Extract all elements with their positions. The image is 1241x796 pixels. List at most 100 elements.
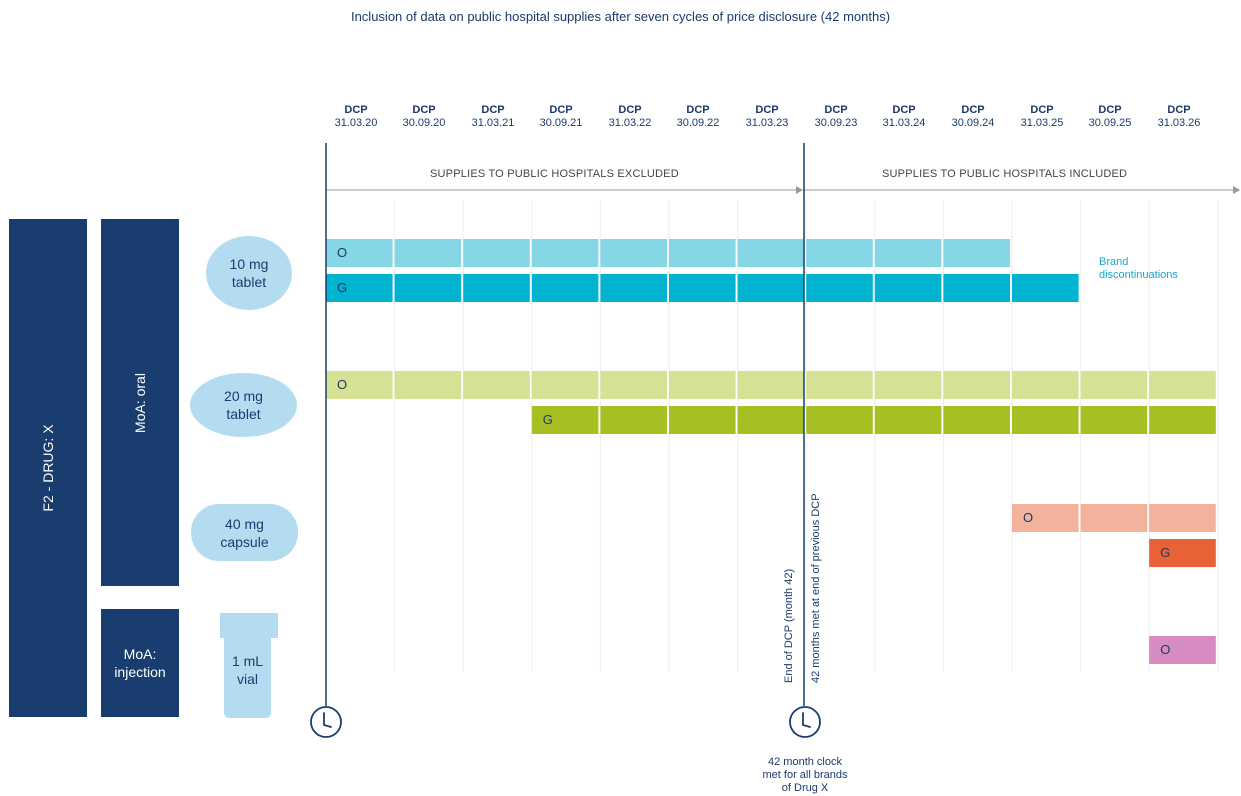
brand-bar-segment: [600, 406, 667, 434]
brand-bar-segment: [1012, 504, 1079, 532]
brand-bar-segment: [600, 239, 667, 267]
brand-bar-segment: [806, 239, 873, 267]
brand-bar-label: O: [337, 377, 348, 392]
dcp-date: 30.09.21: [539, 117, 583, 129]
brand-bar-segment: [943, 239, 1010, 267]
phase-included-label: SUPPLIES TO PUBLIC HOSPITALS INCLUDED: [882, 168, 1128, 180]
dcp-label: DCP: [1030, 104, 1054, 116]
dcp-label: DCP: [1098, 104, 1122, 116]
brand-bar-segment: [1080, 406, 1148, 434]
dcp-date: 30.09.23: [814, 117, 858, 129]
brand-bar-segment: [874, 274, 942, 302]
form-line: tablet: [226, 406, 261, 422]
form-line: 40 mg: [225, 515, 264, 532]
brand-bar-segment: [326, 239, 393, 267]
vial-shape: [220, 613, 278, 718]
dcp-label: DCP: [755, 104, 779, 116]
excluded-arrow-head: [796, 186, 803, 194]
brand-bar-label: O: [337, 245, 348, 260]
brand-bars: [326, 239, 1216, 664]
form-line: 10 mg: [229, 256, 269, 272]
clock-icon: [310, 706, 342, 738]
dcp-label: DCP: [618, 104, 642, 116]
dcp-date: 31.03.21: [471, 117, 515, 129]
dcp-date: 31.03.24: [882, 117, 926, 129]
brand-bar-segment: [1012, 274, 1079, 302]
dcp-label: DCP: [686, 104, 710, 116]
brand-note-line: discontinuations: [1099, 269, 1178, 281]
dcp-label: DCP: [892, 104, 916, 116]
dcp-label: DCP: [549, 104, 573, 116]
dcp-date: 31.03.22: [608, 117, 652, 129]
brand-bar-segment: [531, 239, 599, 267]
dcp-label: DCP: [961, 104, 985, 116]
end-of-dcp-label: End of DCP (month 42): [783, 568, 795, 683]
dcp-date: 31.03.23: [745, 117, 789, 129]
brand-bar-segment: [531, 406, 599, 434]
brand-bar-segment: [531, 274, 599, 302]
brand-bar-segment: [806, 406, 873, 434]
brand-bar-segment: [874, 371, 942, 399]
brand-discontinuations-note: Brand discontinuations: [1099, 256, 1178, 282]
brand-bar-label: O: [1160, 642, 1171, 657]
clock-caption-line: met for all brands: [762, 769, 848, 781]
brand-note-line: Brand: [1099, 256, 1129, 268]
moa-injection-line2: injection: [114, 664, 166, 680]
brand-bar-segment: [600, 371, 667, 399]
brand-bar-segment: [531, 371, 599, 399]
brand-bar-segment: [1149, 539, 1216, 567]
drug-label: F2 - DRUG: X: [40, 424, 56, 512]
brand-bar-segment: [326, 274, 393, 302]
clock-caption-line: of Drug X: [781, 782, 829, 794]
brand-bar-segment: [806, 274, 873, 302]
dcp-label: DCP: [481, 104, 505, 116]
dcp-date: 30.09.22: [676, 117, 720, 129]
brand-bar-segment: [943, 406, 1010, 434]
brand-bar-segment: [1149, 371, 1216, 399]
brand-bar-segment: [737, 239, 805, 267]
brand-bar-segment: [669, 371, 736, 399]
moa-oral-label: MoA: oral: [132, 372, 148, 433]
clock-icon: [789, 706, 821, 738]
brand-bar-segment: [1149, 636, 1216, 664]
dcp-label: DCP: [1167, 104, 1191, 116]
dcp-label: DCP: [344, 104, 368, 116]
form-line: vial: [236, 671, 258, 687]
brand-bar-segment: [669, 406, 736, 434]
brand-bar-segment: [463, 371, 530, 399]
brand-bar-label: G: [542, 412, 553, 427]
included-arrow-head: [1233, 186, 1240, 194]
moa-oral-panel: MoA: oral: [101, 219, 179, 586]
brand-bar-label: G: [1160, 545, 1171, 560]
brand-bar-segment: [874, 406, 942, 434]
brand-bar-segment: [737, 274, 805, 302]
form-line: 1 mL: [231, 653, 264, 669]
brand-bar-segment: [669, 239, 736, 267]
brand-bar-segment: [1149, 504, 1216, 532]
period-gridlines: [394, 200, 1219, 672]
page-title: Inclusion of data on public hospital sup…: [350, 9, 891, 24]
phase-excluded-label: SUPPLIES TO PUBLIC HOSPITALS EXCLUDED: [430, 168, 679, 180]
brand-bar-label: G: [337, 280, 348, 295]
brand-bar-segment: [669, 274, 736, 302]
brand-bar-segment: [463, 239, 530, 267]
dcp-label: DCP: [824, 104, 848, 116]
brand-bar-segment: [1080, 371, 1148, 399]
brand-bar-segment: [394, 239, 462, 267]
brand-bar-segment: [463, 274, 530, 302]
dcp-date: 30.09.25: [1088, 117, 1132, 129]
